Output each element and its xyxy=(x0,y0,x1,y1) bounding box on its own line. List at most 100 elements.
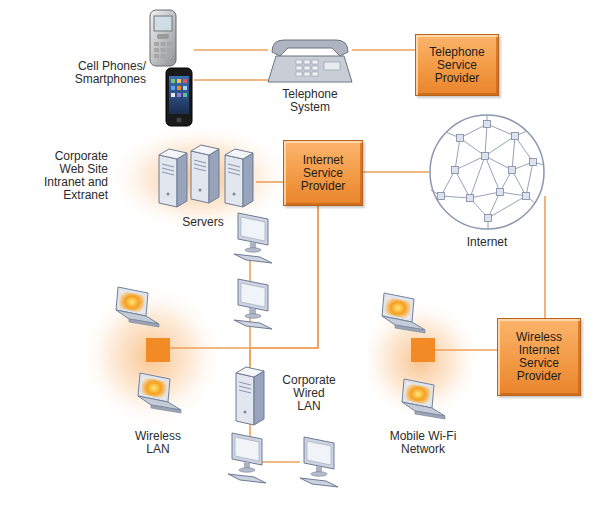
network-link xyxy=(435,349,497,351)
provider-box: Internet Service Provider xyxy=(283,140,363,206)
lan-server-tower xyxy=(236,367,264,425)
desk-telephone xyxy=(296,72,302,76)
smartphone xyxy=(177,86,181,90)
internet-mesh xyxy=(512,133,519,140)
feature-phone xyxy=(150,10,176,66)
telephone-system: Telephone System xyxy=(268,36,352,84)
internet-mesh xyxy=(438,121,537,222)
glow-halo xyxy=(80,284,224,428)
desktop-computer xyxy=(234,213,272,263)
desk-telephone xyxy=(312,60,318,64)
smartphone xyxy=(171,86,175,90)
internet-mesh xyxy=(509,167,516,174)
laptop-computer xyxy=(138,373,181,413)
internet-mesh xyxy=(452,167,459,174)
internet-mesh xyxy=(438,193,445,200)
feature-phone xyxy=(161,42,166,46)
desk-telephone xyxy=(312,66,318,70)
internet-mesh xyxy=(482,153,489,160)
node-label: Wireless Internet Service Provider xyxy=(498,331,580,383)
network-link xyxy=(256,181,283,183)
internet-mesh xyxy=(530,159,537,166)
node-label: Wireless LAN xyxy=(124,430,192,456)
node-label: Servers xyxy=(168,216,238,229)
network-link xyxy=(352,49,415,51)
network-link xyxy=(250,206,318,366)
wireless-hub: Wireless LAN xyxy=(146,338,170,362)
internet-mesh xyxy=(484,121,491,128)
smartphone xyxy=(177,118,182,123)
desk-telephone xyxy=(296,66,302,70)
desk-telephone xyxy=(304,72,310,76)
smartphone xyxy=(171,93,175,97)
feature-phone xyxy=(154,48,159,52)
feature-phone xyxy=(154,42,159,46)
network-link xyxy=(363,171,429,173)
node-label: Mobile Wi-Fi Network xyxy=(384,430,462,456)
smartphone xyxy=(166,68,192,126)
feature-phone xyxy=(161,48,166,52)
server-rack xyxy=(159,145,253,207)
provider-box: Telephone Service Provider xyxy=(415,34,499,96)
internet-mesh xyxy=(523,193,530,200)
smartphone xyxy=(183,93,187,97)
desk-telephone xyxy=(304,66,310,70)
server-rack xyxy=(159,149,187,207)
node-label: Telephone System xyxy=(268,88,352,114)
smartphone xyxy=(171,79,175,83)
provider-box: Wireless Internet Service Provider xyxy=(497,318,581,396)
smartphone xyxy=(183,79,187,83)
smartphone xyxy=(177,93,181,97)
internet-circle xyxy=(429,114,545,230)
desktop-computer xyxy=(228,433,266,483)
network-link xyxy=(194,49,268,51)
glow-halo xyxy=(80,123,482,428)
feature-phone xyxy=(161,54,166,58)
server-group: Corporate Web Site Intranet and Extranet… xyxy=(150,140,256,214)
feature-phone xyxy=(157,34,169,39)
laptop-computer xyxy=(402,379,445,419)
internet-mesh xyxy=(485,215,492,222)
smartphone xyxy=(177,79,181,83)
desk-telephone xyxy=(312,72,318,76)
lan-server-tower xyxy=(236,367,264,425)
internet-cloud: Internet xyxy=(429,114,545,230)
node-label: Internet Service Provider xyxy=(284,154,362,193)
desk-telephone xyxy=(296,60,302,64)
desk-telephone xyxy=(272,40,348,56)
server-rack xyxy=(225,149,253,207)
desk-telephone xyxy=(268,56,352,82)
node-label: Corporate Wired LAN xyxy=(281,374,337,413)
desk-telephone xyxy=(324,62,340,70)
internet-mesh xyxy=(467,195,474,202)
feature-phone xyxy=(167,42,172,46)
node-label: Telephone Service Provider xyxy=(416,46,498,85)
internet-mesh xyxy=(457,135,464,142)
feature-phone xyxy=(167,48,172,52)
feature-phone xyxy=(150,10,176,66)
desktop-computer xyxy=(228,213,338,487)
desk-telephone xyxy=(304,60,310,64)
node-label: Cell Phones/ Smartphones xyxy=(66,60,146,86)
wifi-hub: Mobile Wi-Fi Network xyxy=(411,338,435,362)
node-label: Internet xyxy=(449,236,525,249)
smartphone xyxy=(183,86,187,90)
smartphone xyxy=(166,68,192,126)
server-rack xyxy=(191,145,219,203)
glow-halo xyxy=(105,123,295,233)
laptop-computer xyxy=(116,287,159,327)
lan-server: Corporate Wired LAN xyxy=(236,366,264,424)
feature-phone xyxy=(154,54,159,58)
desk-telephone xyxy=(268,40,352,82)
network-link xyxy=(194,79,268,81)
node-label: Corporate Web Site Intranet and Extranet xyxy=(34,150,108,202)
internet-mesh xyxy=(497,189,504,196)
laptop-computer xyxy=(116,287,445,419)
feature-phone xyxy=(154,16,172,31)
network-link xyxy=(544,196,546,318)
internet-circle-outline xyxy=(430,115,544,229)
feature-phone xyxy=(167,54,172,58)
glow-halo xyxy=(358,298,482,422)
laptop-computer xyxy=(382,293,425,333)
